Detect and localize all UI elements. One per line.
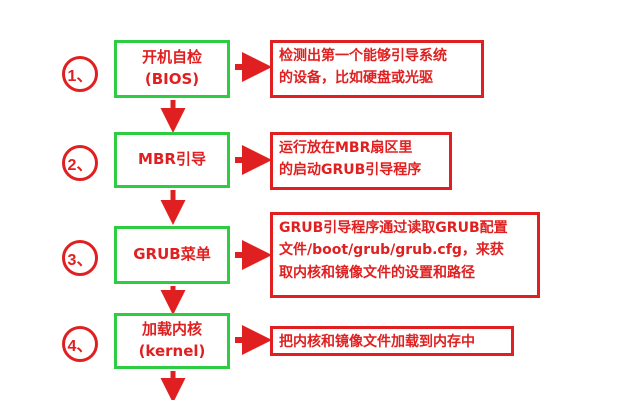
step-number-1: 1、	[62, 56, 98, 92]
description-line: GRUB引导程序通过读取GRUB配置	[279, 220, 508, 236]
description-box-1: 检测出第一个能够引导系统 的设备，比如硬盘或光驱	[270, 40, 484, 98]
description-line: 运行放在MBR扇区里	[279, 140, 413, 156]
step-number-2: 2、	[62, 145, 98, 181]
step-number-4: 4、	[62, 326, 98, 362]
process-label-line: GRUB菜单	[133, 245, 211, 264]
process-box-bios: 开机自检 (BIOS)	[114, 40, 230, 98]
process-box-kernel: 加载内核 (kernel)	[114, 313, 230, 369]
description-line: 把内核和镜像文件加载到内存中	[279, 334, 475, 350]
process-label-line: (BIOS)	[144, 70, 200, 88]
process-box-mbr: MBR引导	[114, 132, 230, 188]
description-box-4: 把内核和镜像文件加载到内存中	[270, 326, 514, 356]
process-label-line: MBR引导	[138, 150, 206, 169]
description-box-2: 运行放在MBR扇区里 的启动GRUB引导程序	[270, 132, 452, 190]
description-line: 取内核和镜像文件的设置和路径	[279, 264, 475, 281]
step-number-3: 3、	[62, 240, 98, 276]
description-line: 文件/boot/grub/grub.cfg，来获	[279, 242, 504, 259]
process-box-grub: GRUB菜单	[114, 226, 230, 284]
process-label-line: 开机自检	[141, 48, 202, 67]
process-label-line: (kernel)	[138, 342, 206, 360]
description-line: 的启动GRUB引导程序	[279, 162, 422, 179]
description-line: 检测出第一个能够引导系统	[279, 48, 447, 64]
process-label-line: 加载内核	[141, 320, 202, 339]
description-box-3: GRUB引导程序通过读取GRUB配置 文件/boot/grub/grub.cfg…	[270, 212, 540, 298]
description-line: 的设备，比如硬盘或光驱	[279, 70, 433, 87]
